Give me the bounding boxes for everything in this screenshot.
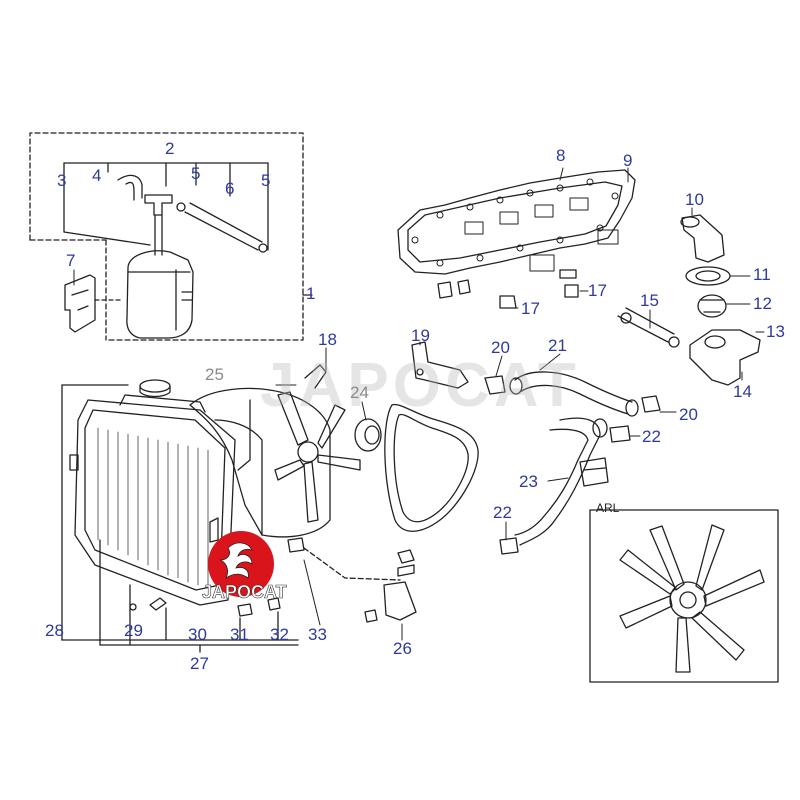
callout-20b[interactable]: 20 [679, 405, 698, 424]
callout-13[interactable]: 13 [766, 322, 785, 341]
inset-label: ARL [596, 501, 620, 515]
manifold-gasket [397, 169, 636, 275]
water-outlet-10 [680, 214, 725, 263]
reservoir-tee [144, 194, 173, 216]
callout-9[interactable]: 9 [623, 151, 633, 170]
reservoir-bracket-lines [63, 162, 269, 251]
callout-11[interactable]: 11 [753, 265, 771, 284]
callout-4[interactable]: 4 [92, 166, 102, 185]
callout-32[interactable]: 32 [270, 625, 289, 644]
reservoir-tank [126, 214, 194, 339]
arl-fan [619, 524, 765, 673]
callout-29[interactable]: 29 [124, 621, 143, 640]
radiator-core [69, 394, 236, 606]
callout-5a[interactable]: 5 [191, 164, 201, 183]
callout-6[interactable]: 6 [225, 179, 235, 198]
reservoir-hose-6 [184, 202, 263, 251]
callout-7[interactable]: 7 [66, 251, 76, 270]
callout-21[interactable]: 21 [548, 336, 567, 355]
hose-clamps [176, 202, 268, 253]
callout-5b[interactable]: 5 [261, 171, 271, 190]
callout-23[interactable]: 23 [519, 472, 538, 491]
pulley-24 [354, 418, 382, 452]
callout-8[interactable]: 8 [556, 146, 566, 165]
callout-26[interactable]: 26 [393, 639, 412, 658]
callout-19[interactable]: 19 [411, 326, 430, 345]
gasket-11 [685, 266, 731, 286]
callout-2[interactable]: 2 [165, 139, 175, 158]
leader-lines [73, 167, 765, 641]
callout-33[interactable]: 33 [308, 625, 327, 644]
arl-inset-box [589, 509, 779, 683]
plugs-17 [437, 269, 579, 309]
thermostat-12 [697, 294, 727, 318]
mount-26 [303, 547, 417, 623]
japocat-logo [208, 531, 274, 597]
bracket-19 [411, 341, 469, 389]
callout-3[interactable]: 3 [57, 171, 67, 190]
lower-hose-23 [514, 417, 608, 546]
callout-17a[interactable]: 17 [521, 299, 540, 318]
hose-bracket [579, 457, 609, 487]
fan-shroud-25 [189, 387, 331, 538]
hose-clamps-20-22 [484, 375, 661, 555]
callout-1[interactable]: 1 [306, 284, 316, 303]
callout-17b[interactable]: 17 [588, 281, 607, 300]
callout-27[interactable]: 27 [190, 654, 209, 673]
reservoir-bracket-7 [64, 274, 123, 333]
upper-hose-21 [509, 371, 639, 417]
callout-12[interactable]: 12 [753, 294, 772, 313]
callout-15[interactable]: 15 [640, 291, 659, 310]
callout-25[interactable]: 25 [205, 365, 224, 384]
fan-belt [384, 403, 479, 532]
callout-22a[interactable]: 22 [642, 427, 661, 446]
radiator-cap [139, 379, 171, 398]
reservoir-group-frame [29, 132, 313, 341]
bypass-hose-15 [617, 307, 680, 348]
callout-22b[interactable]: 22 [493, 503, 512, 522]
radiator-small-parts [129, 537, 305, 617]
overflow-hose [117, 174, 143, 201]
callout-14[interactable]: 14 [733, 382, 752, 401]
callout-28[interactable]: 28 [45, 621, 64, 640]
radiator-bracket-frame [61, 384, 299, 653]
callout-31[interactable]: 31 [230, 625, 249, 644]
callout-18[interactable]: 18 [318, 330, 337, 349]
water-inlet-13-14 [689, 329, 761, 386]
callout-24[interactable]: 24 [350, 383, 369, 402]
logo-text: JAPOCAT [202, 582, 287, 603]
callout-10[interactable]: 10 [685, 190, 704, 209]
callout-30[interactable]: 30 [188, 625, 207, 644]
fan-18 [274, 364, 361, 523]
callout-20a[interactable]: 20 [491, 338, 510, 357]
